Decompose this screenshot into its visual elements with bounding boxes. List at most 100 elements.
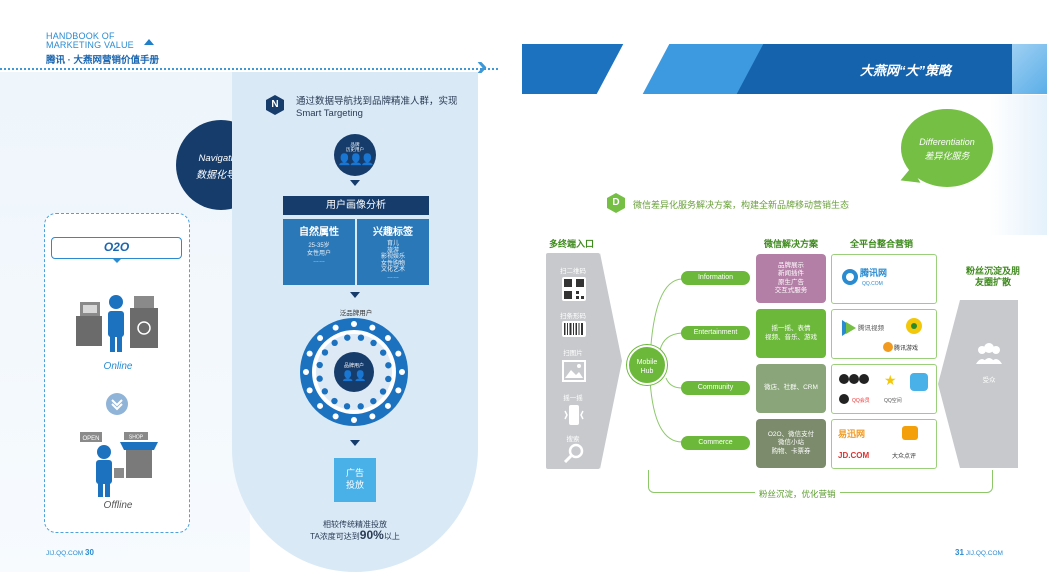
entry-arrow: [600, 253, 622, 469]
user-dot-icon: [332, 413, 339, 420]
fans-optimize-label: 粉丝沉淀，优化营销: [755, 488, 840, 500]
platform-column-header: 全平台整合营销: [850, 239, 914, 249]
shop-sign: SHOP: [129, 435, 144, 441]
differentiation-heading: 微信差异化服务解决方案，构建全新品牌移动营销生态: [633, 200, 850, 210]
user-dot-icon: [316, 375, 323, 382]
compare-value: 90%: [359, 528, 384, 542]
user-dot-icon: [369, 324, 376, 331]
offline-label: Offline: [103, 500, 133, 511]
user-dot-icon: [331, 397, 338, 405]
footer-right-page: 31: [955, 548, 964, 557]
footer-right-site: JIJ.QQ.COM: [965, 550, 1003, 557]
compare-line2: TA浓度可达到90%以上: [290, 528, 420, 542]
arrow-down-icon: [350, 292, 360, 298]
d-badge: D: [607, 193, 625, 213]
category-commerce: Commerce: [681, 436, 750, 450]
user-dot-icon: [332, 324, 339, 331]
dotted-divider: [0, 68, 498, 70]
banner-corner: [1012, 44, 1047, 94]
ad-placement-box: 广告 投放: [334, 458, 376, 502]
brand-history-users-icon: 品牌 历史用户 👤👤👤: [334, 134, 376, 176]
user-dot-icon: [331, 339, 338, 347]
interest-tags-box: 兴趣标签 育儿 旅游 影视娱乐 女性购物 文化艺术 ……: [357, 219, 429, 285]
interest-tags-title: 兴趣标签: [373, 227, 413, 238]
people-icon: 👤👤👤: [337, 154, 374, 166]
user-dot-icon: [357, 334, 365, 341]
user-dot-icon: [306, 350, 313, 357]
barcode-icon: [562, 321, 586, 337]
compare-pre: TA浓度可达到: [310, 532, 360, 541]
fans-column-header: 粉丝沉淀及朋友圈扩散: [966, 266, 1021, 287]
user-dot-icon: [379, 349, 387, 356]
o2o-panel: [44, 213, 190, 533]
mobile-hub: Mobile Hub: [627, 345, 667, 385]
solution-information: 品牌展示 新闻插件 原生广告 交互式服务: [756, 254, 826, 303]
user-dot-icon: [303, 369, 309, 375]
compare-line1: 相较传统精准投放: [323, 520, 387, 529]
natural-attributes-title: 自然属性: [299, 227, 339, 238]
people-icon: 👤👤: [342, 369, 367, 382]
platform-community: ★ QQ会员 QQ空间: [831, 364, 937, 414]
right-fade: [990, 95, 1047, 235]
user-dot-icon: [351, 321, 357, 327]
user-dot-icon: [306, 387, 313, 394]
online-label: Online: [103, 361, 133, 372]
differentiation-cn: 差异化服务: [924, 151, 970, 161]
user-dot-icon: [321, 349, 329, 356]
tencent-video-logo: 腾讯视频: [858, 323, 885, 332]
category-information: Information: [681, 271, 750, 285]
entry-column-header: 多终端入口: [549, 239, 595, 249]
user-dot-icon: [399, 369, 405, 375]
platform-entertainment: 腾讯视频腾讯游戏: [831, 309, 937, 359]
natural-attributes-box: 自然属性 25-35岁 女性用户 ……: [283, 219, 355, 285]
star-icon: ★: [884, 373, 897, 389]
category-entertainment: Entertainment: [681, 326, 750, 340]
user-dot-icon: [385, 362, 392, 369]
entry-label: 摇一摇: [563, 395, 583, 402]
compare-post: 以上: [383, 532, 400, 541]
user-dot-icon: [369, 413, 376, 420]
solution-commerce: O2O、微信支付 微信小站 购物、卡票券: [756, 419, 826, 468]
qq-zone-logo: QQ空间: [884, 397, 902, 404]
category-community: Community: [681, 381, 750, 395]
footer-left: JIJ.QQ.COM 30: [46, 548, 94, 557]
user-dot-icon: [370, 397, 377, 405]
shake-icon: [562, 403, 586, 427]
navigation-en: Navigation: [198, 153, 244, 164]
user-dot-icon: [351, 417, 357, 423]
fans-column: [960, 300, 1018, 468]
tencent-news-logo: 腾讯网: [859, 267, 887, 278]
persona-analysis-title: 用户画像分析: [283, 196, 429, 215]
open-sign: OPEN: [82, 436, 99, 442]
search-icon: [562, 443, 586, 464]
image-icon: [562, 360, 586, 382]
footer-left-page: 30: [85, 548, 94, 557]
differentiation-en: Differentiation: [919, 137, 975, 147]
entry-label: 扫二维码: [560, 268, 586, 275]
navigation-cn: 数据化导航: [196, 170, 246, 181]
qq-member-logo: QQ会员: [852, 397, 870, 404]
differentiation-bubble: Differentiation 差异化服务: [901, 109, 993, 187]
user-dot-icon: [379, 388, 387, 395]
brand-users-label: 品牌用户: [344, 362, 364, 369]
user-dot-icon: [384, 335, 391, 342]
user-dot-icon: [344, 334, 351, 341]
interest-tags-body: 育儿 旅游 影视娱乐 女性购物 文化艺术 ……: [380, 241, 405, 280]
o2o-label: O2O: [51, 237, 182, 259]
down-arrow-icon: [106, 393, 128, 415]
user-dot-icon: [385, 375, 392, 383]
solution-community: 微店、社群、CRM: [756, 364, 826, 413]
footer-right: 31 JIJ.QQ.COM: [955, 548, 1003, 557]
footer-left-site: JIJ.QQ.COM: [46, 550, 84, 557]
audience-icon: [976, 343, 1002, 364]
user-dot-icon: [384, 402, 391, 409]
user-dot-icon: [316, 361, 323, 369]
user-dot-icon: [321, 388, 329, 395]
qr-code-icon: [562, 277, 586, 301]
pan-brand-users-label: 泛品牌用户: [339, 310, 373, 317]
offline-shopper-illustration: OPEN SHOP: [80, 432, 158, 497]
handbook-title: HANDBOOK OF MARKETING VALUE: [46, 31, 134, 50]
dianping-logo: 大众点评: [892, 452, 916, 460]
